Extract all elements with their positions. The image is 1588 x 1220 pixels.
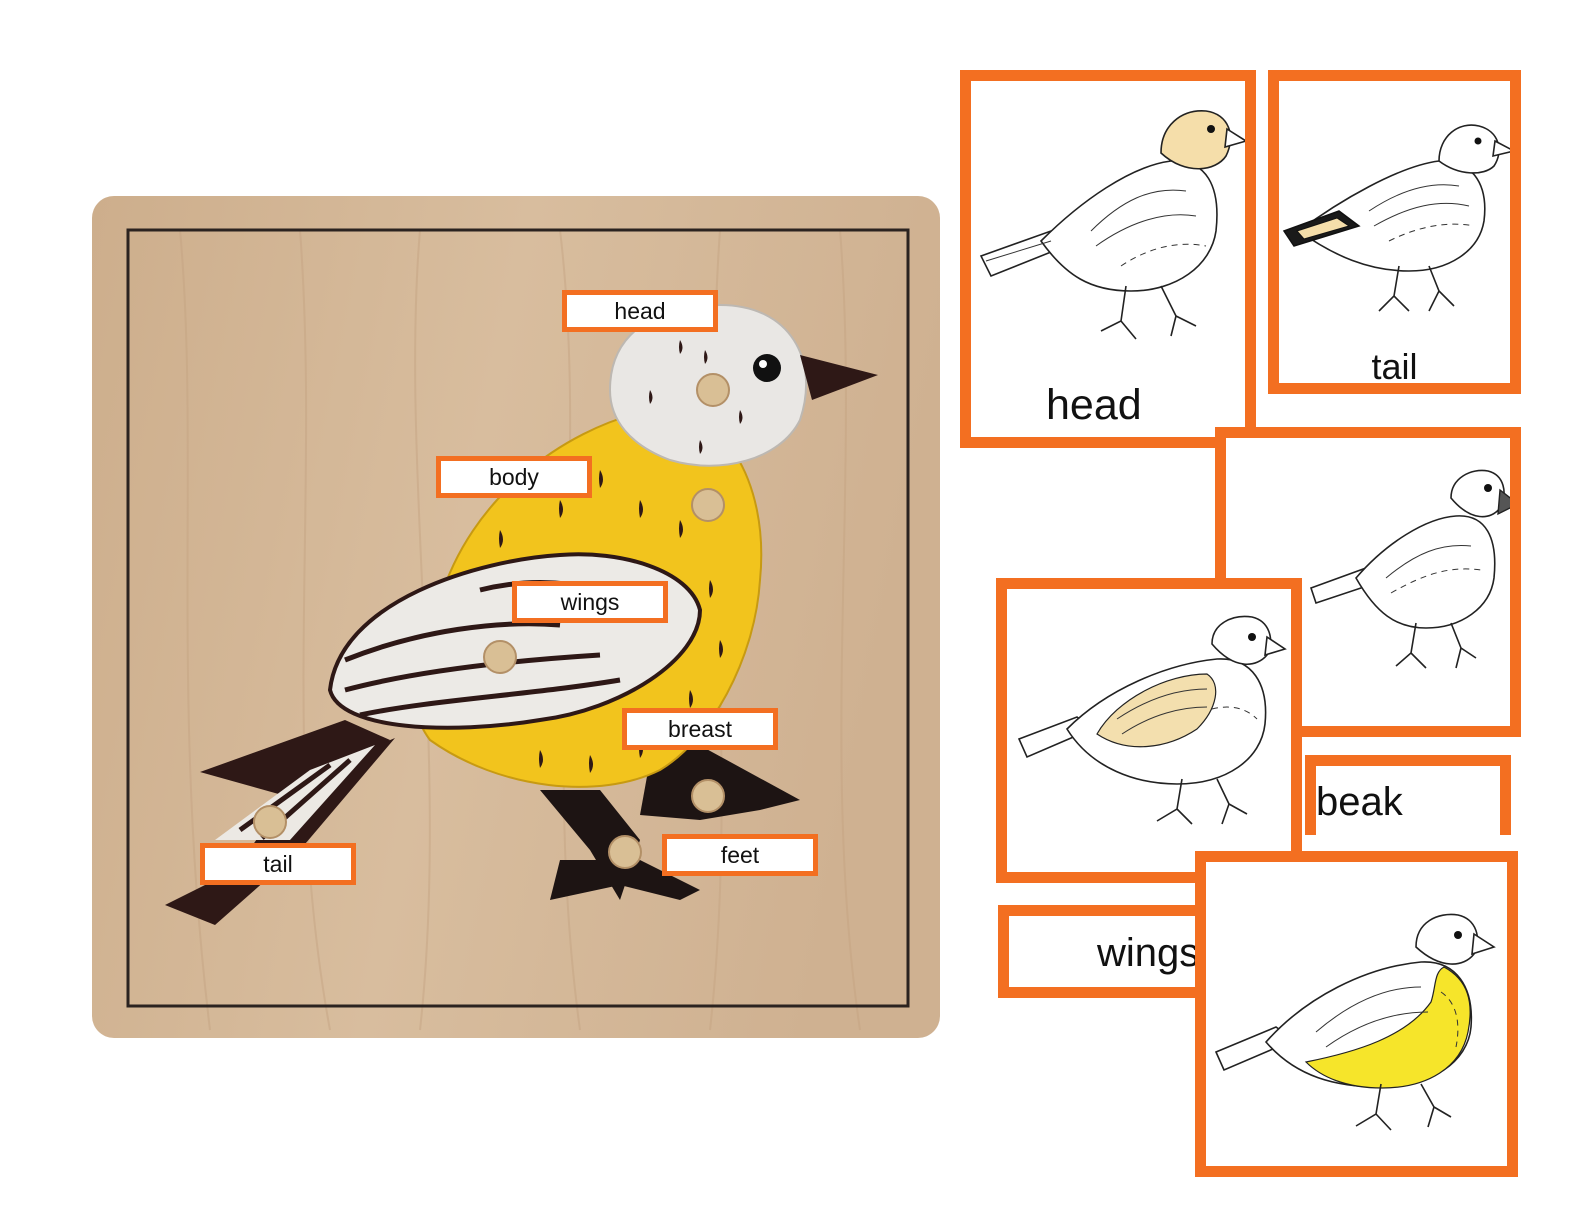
card-tail-label: tail <box>1371 346 1418 387</box>
card-head-label: head <box>1046 381 1142 429</box>
label-wings-text: wings <box>560 588 620 615</box>
label-wings[interactable]: wings <box>512 581 668 623</box>
card-beak-bird-drawing <box>1309 469 1510 669</box>
card-beak-label[interactable]: beak <box>1305 755 1511 835</box>
label-body-text: body <box>489 463 539 490</box>
card-beak-label-text: beak <box>1316 780 1403 824</box>
puzzle-piece-beak <box>800 355 878 400</box>
label-tail[interactable]: tail <box>200 843 356 885</box>
beak-highlight <box>1497 488 1510 516</box>
knob <box>696 373 730 407</box>
knob <box>483 640 517 674</box>
card-breast-picture[interactable] <box>1195 851 1518 1177</box>
label-tail-text: tail <box>263 850 293 877</box>
card-wings-label[interactable]: wings <box>998 905 1208 998</box>
label-feet-text: feet <box>720 841 760 868</box>
card-wings-picture[interactable] <box>996 578 1302 883</box>
wings-highlight <box>1096 673 1217 748</box>
knob <box>608 835 642 869</box>
label-breast[interactable]: breast <box>622 708 778 750</box>
puzzle-piece-feet[interactable] <box>540 740 800 900</box>
card-head-bird-drawing <box>979 110 1245 340</box>
head-highlight <box>1160 110 1232 170</box>
label-head[interactable]: head <box>562 290 718 332</box>
card-wings-label-text: wings <box>1097 931 1200 975</box>
label-breast-text: breast <box>668 715 732 742</box>
label-head-text: head <box>614 297 666 324</box>
card-tail[interactable]: tail <box>1268 70 1521 394</box>
knob <box>691 779 725 813</box>
puzzle-frame-line <box>126 228 910 1008</box>
card-tail-bird-drawing <box>1282 124 1510 312</box>
card-wings-bird-drawing <box>1017 615 1287 825</box>
label-feet[interactable]: feet <box>662 834 818 876</box>
label-body[interactable]: body <box>436 456 592 498</box>
knob <box>253 805 287 839</box>
card-breast-bird-drawing <box>1214 913 1496 1131</box>
knob <box>691 488 725 522</box>
card-head[interactable]: head <box>960 70 1256 448</box>
breast-highlight <box>1304 966 1471 1089</box>
